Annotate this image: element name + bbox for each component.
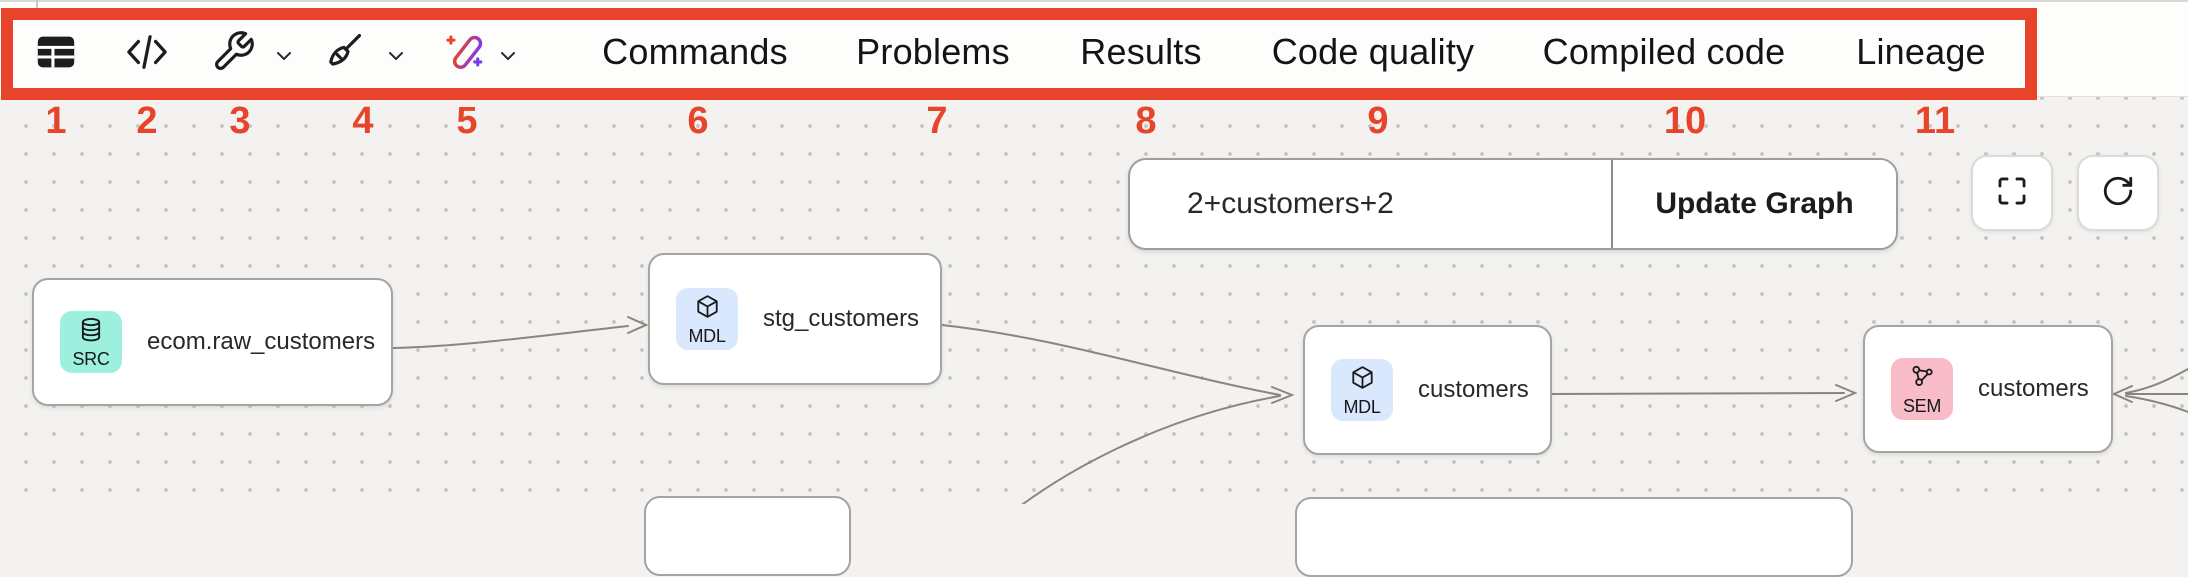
node-ecom-raw-customers[interactable]: SRC ecom.raw_customers	[32, 278, 393, 406]
tab-lineage[interactable]: Lineage	[1856, 31, 1986, 72]
node-customers-sem[interactable]: SEM customers	[1863, 325, 2113, 453]
tab-problems[interactable]: Problems	[856, 31, 1010, 72]
annotation-number: 1	[45, 100, 67, 142]
lineage-edges	[392, 316, 2188, 504]
node-label: customers	[1978, 375, 2089, 402]
lineage-graph: 1 2 3 4 5 6 7 8 9 10 11	[0, 94, 2188, 577]
ai-assist-dropdown-chevron[interactable]	[496, 44, 520, 73]
node-partial-bottom-left[interactable]	[644, 496, 851, 576]
clean-dropdown-chevron[interactable]	[384, 44, 408, 73]
tab-commands[interactable]: Commands	[602, 31, 788, 72]
cube-icon	[1349, 364, 1376, 396]
annotation-number: 7	[926, 100, 948, 142]
node-stg-customers[interactable]: MDL stg_customers	[648, 253, 942, 385]
node-type-label: MDL	[688, 326, 726, 346]
tab-code-quality[interactable]: Code quality	[1271, 31, 1475, 72]
semantic-network-icon	[1909, 363, 1936, 395]
node-type-label: MDL	[1343, 397, 1381, 417]
refresh-icon	[2101, 174, 2135, 213]
table-icon	[33, 29, 79, 80]
node-label: stg_customers	[763, 305, 920, 332]
fullscreen-button[interactable]	[1971, 155, 2053, 231]
code-icon	[124, 31, 170, 78]
annotation-number: 9	[1367, 100, 1389, 142]
node-type-badge: MDL	[1331, 359, 1393, 421]
node-type-badge: SRC	[60, 311, 122, 373]
database-icon	[77, 317, 105, 348]
fix-dropdown-chevron[interactable]	[272, 44, 296, 73]
graph-filter-input[interactable]: 2+customers+2	[1130, 160, 1613, 248]
node-customers-mdl[interactable]: MDL customers	[1303, 325, 1552, 455]
node-type-badge: SEM	[1891, 358, 1953, 420]
node-type-badge: MDL	[676, 288, 738, 350]
panel-divider-tick	[36, 0, 38, 9]
ai-assist-button[interactable]	[444, 31, 490, 77]
annotation-number: 8	[1135, 100, 1157, 142]
annotation-number: 4	[352, 100, 374, 142]
broom-icon	[321, 29, 366, 79]
magic-wand-icon	[444, 29, 490, 80]
cube-icon	[694, 293, 721, 325]
fullscreen-icon	[1995, 174, 2029, 213]
table-button[interactable]	[33, 31, 79, 77]
annotation-number: 2	[136, 100, 158, 142]
update-graph-button[interactable]: Update Graph	[1613, 160, 1896, 248]
annotation-number: 11	[1914, 100, 1956, 142]
clean-button[interactable]	[321, 31, 366, 76]
tab-results[interactable]: Results	[1080, 31, 1202, 72]
node-label: customers	[1418, 376, 1529, 403]
node-partial-bottom-right[interactable]	[1295, 497, 1853, 577]
graph-controls: 2+customers+2 Update Graph	[1128, 158, 1898, 250]
annotation-number: 6	[687, 100, 709, 142]
wrench-icon	[211, 29, 256, 79]
node-type-label: SRC	[72, 348, 110, 369]
fix-button[interactable]	[211, 29, 256, 79]
code-button[interactable]	[124, 33, 170, 75]
annotation-number: 10	[1663, 100, 1707, 142]
node-label: ecom.raw_customers	[147, 328, 376, 355]
refresh-button[interactable]	[2077, 155, 2159, 231]
node-type-label: SEM	[1902, 396, 1942, 416]
tab-compiled-code[interactable]: Compiled code	[1542, 31, 1786, 72]
annotation-number: 3	[229, 100, 251, 142]
annotation-number: 5	[456, 100, 478, 142]
